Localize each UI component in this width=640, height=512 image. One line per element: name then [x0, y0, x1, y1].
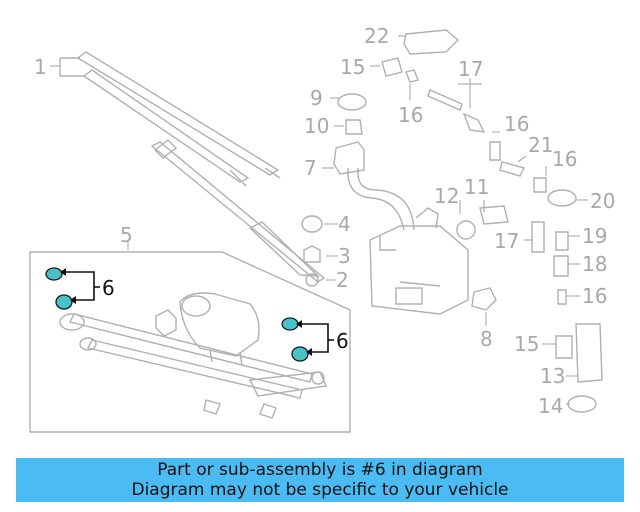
callout-9: 9 — [310, 86, 323, 110]
callout-13: 13 — [540, 364, 565, 388]
callout-15-top: 15 — [340, 55, 365, 79]
callout-22: 22 — [364, 24, 389, 48]
wiper-arm — [150, 139, 326, 287]
callout-16-c: 16 — [552, 147, 577, 171]
callout-21: 21 — [528, 133, 553, 157]
callout-6-right: 6 — [336, 329, 349, 353]
callout-16-a: 16 — [398, 103, 423, 127]
callout-7: 7 — [304, 156, 317, 180]
callout-1: 1 — [34, 55, 47, 79]
callout-6-left: 6 — [102, 276, 115, 300]
callout-3: 3 — [338, 244, 351, 268]
callout-18: 18 — [582, 252, 607, 276]
grommet-set-left — [45, 267, 100, 310]
parts-diagram: 1 2 3 4 5 6 6 7 8 9 10 11 12 13 14 15 15… — [29, 24, 615, 433]
small-parts — [337, 29, 603, 413]
callout-16-d: 16 — [582, 284, 607, 308]
wiper-blades — [59, 51, 281, 187]
leader-lines — [50, 35, 588, 405]
banner-line-1: Part or sub-assembly is #6 in diagram — [157, 460, 483, 480]
callout-4: 4 — [338, 212, 351, 236]
callout-15-bottom: 15 — [514, 332, 539, 356]
callout-5: 5 — [120, 223, 133, 247]
callout-20: 20 — [590, 189, 615, 213]
banner-line-2: Diagram may not be specific to your vehi… — [131, 480, 509, 500]
washer-reservoir — [333, 141, 469, 315]
cap-part — [301, 215, 323, 233]
callout-labels: 1 2 3 4 5 6 6 7 8 9 10 11 12 13 14 15 15… — [34, 24, 615, 418]
callout-2: 2 — [336, 268, 349, 292]
callout-17-top: 17 — [458, 57, 483, 81]
callout-19: 19 — [582, 224, 607, 248]
grommet-set-right — [281, 317, 334, 362]
motor-linkage-box — [29, 251, 351, 433]
callout-14: 14 — [538, 394, 563, 418]
nut-part — [303, 245, 321, 263]
callout-8: 8 — [480, 327, 493, 351]
callout-10: 10 — [304, 114, 329, 138]
callout-17-mid: 17 — [494, 229, 519, 253]
callout-16-b: 16 — [504, 112, 529, 136]
part-info-banner: Part or sub-assembly is #6 in diagram Di… — [16, 458, 624, 502]
callout-11: 11 — [464, 175, 489, 199]
callout-12: 12 — [434, 184, 459, 208]
